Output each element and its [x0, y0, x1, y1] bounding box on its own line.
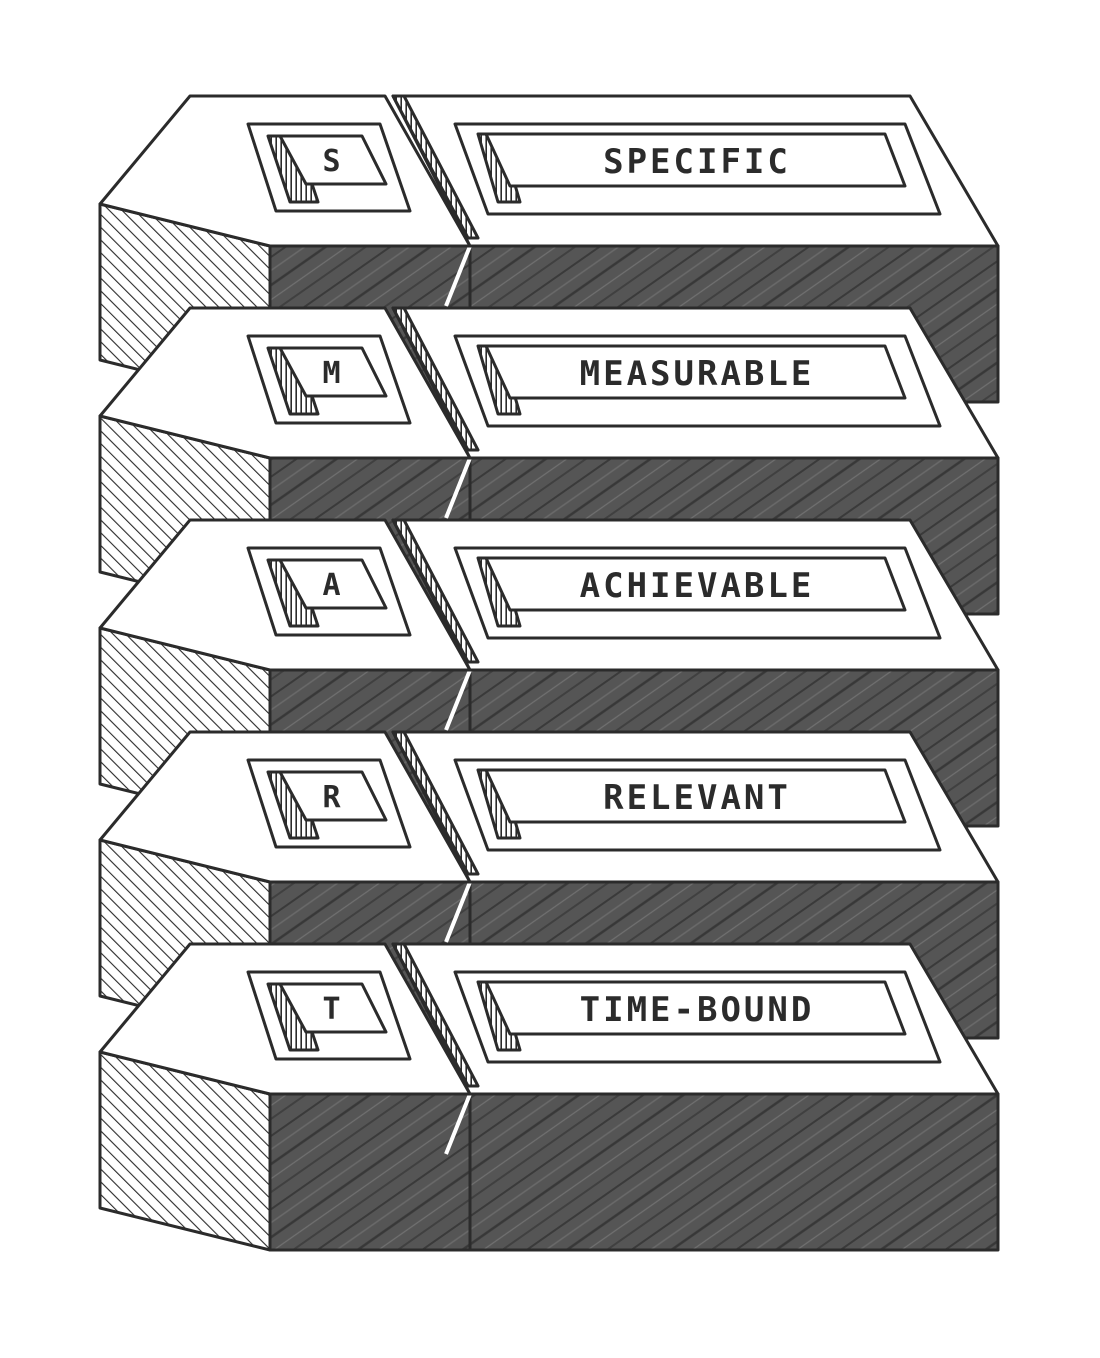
block-edge-stripes [391, 306, 480, 452]
smart-label: MEASURABLE [580, 354, 815, 394]
label-key [484, 556, 907, 612]
block-seam [444, 1093, 472, 1155]
smart-block: T TIME-BOUND [98, 942, 1000, 1252]
letter-key [278, 982, 388, 1034]
block-seam [444, 669, 472, 731]
smart-letter: A [322, 568, 343, 603]
block-edge-stripes [391, 94, 480, 240]
smart-letter: R [322, 780, 343, 815]
block-seam [444, 245, 472, 307]
block-edge-stripes [391, 942, 480, 1088]
letter-key [278, 346, 388, 398]
block-seam [444, 457, 472, 519]
blocks-stack: S SPECIFIC M MEASURABLE A ACHIEVABLE R RELEVANT… [98, 94, 1000, 1252]
label-block-front-face [468, 1092, 1000, 1252]
letter-key [278, 558, 388, 610]
block-edge-stripes [391, 730, 480, 876]
smart-letter: S [322, 144, 343, 179]
label-key [484, 344, 907, 400]
smart-label: SPECIFIC [603, 142, 791, 182]
block-seam [444, 881, 472, 943]
letter-key [278, 770, 388, 822]
letter-key [278, 134, 388, 186]
letter-block-front-face [268, 1092, 472, 1252]
smart-letter: M [322, 356, 343, 391]
smart-label: ACHIEVABLE [580, 566, 815, 606]
smart-label: RELEVANT [603, 778, 791, 818]
block-edge-stripes [391, 518, 480, 664]
smart-label: TIME-BOUND [580, 990, 815, 1030]
label-key [484, 980, 907, 1036]
label-key [484, 768, 907, 824]
label-key [484, 132, 907, 188]
smart-letter: T [322, 992, 343, 1027]
